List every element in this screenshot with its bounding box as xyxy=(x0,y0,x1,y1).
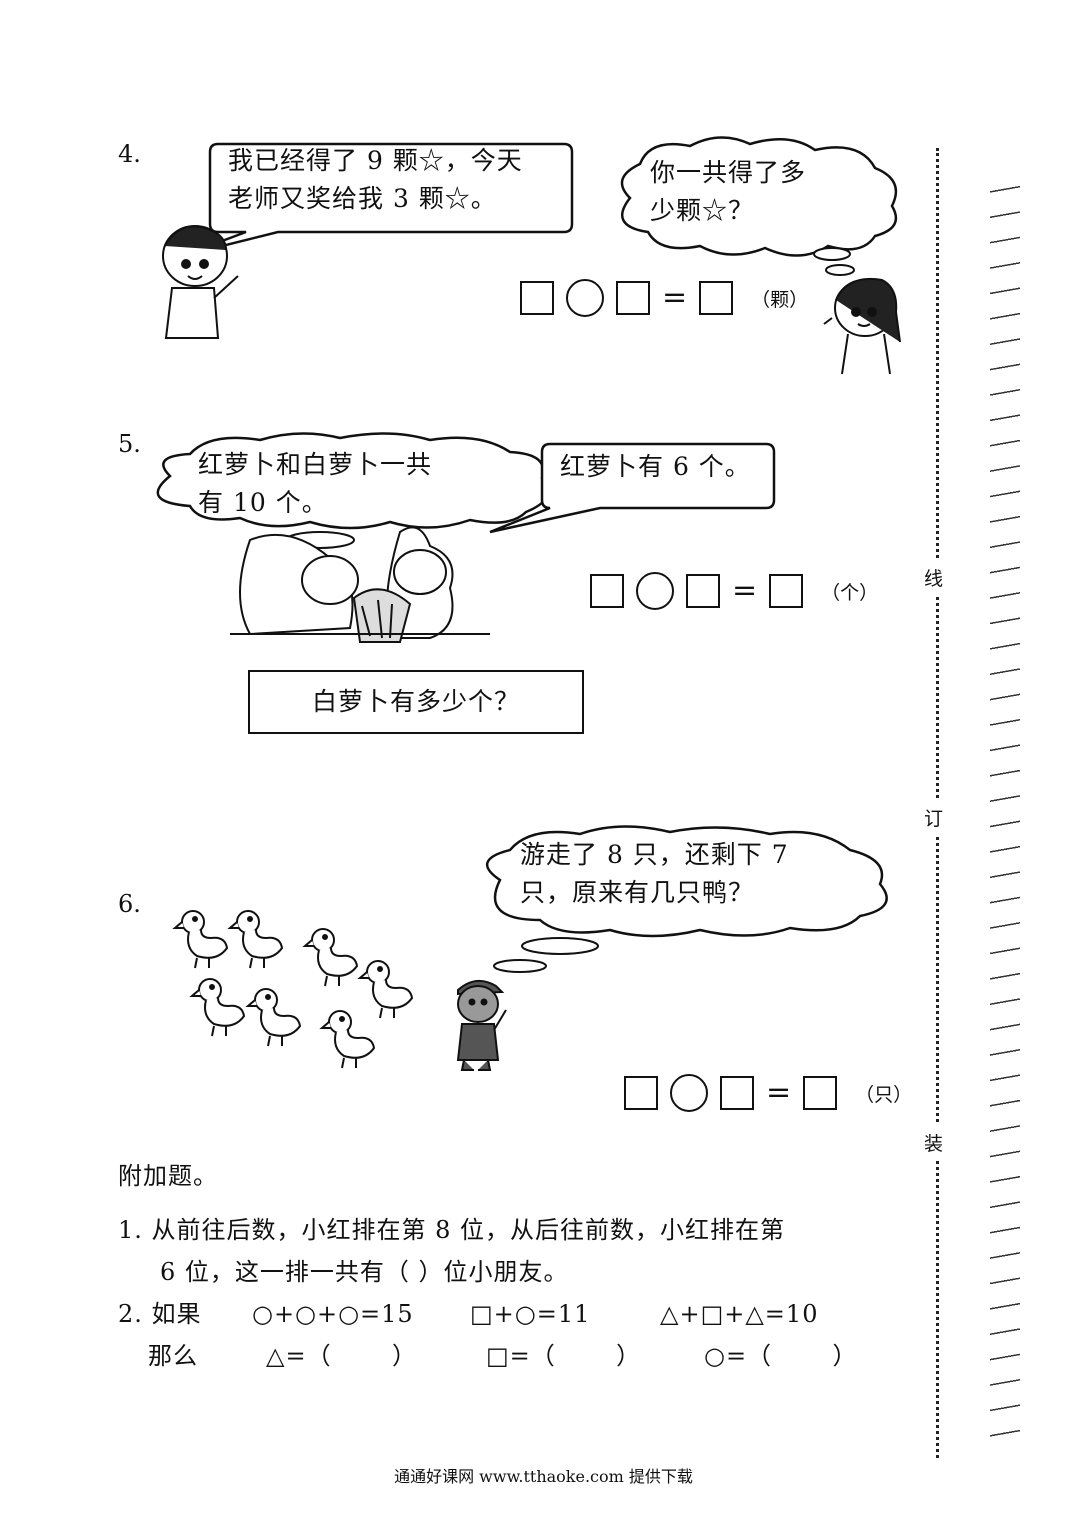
q4-answer-box-1[interactable] xyxy=(520,281,554,315)
q6-operator-circle[interactable] xyxy=(670,1074,708,1112)
q5-unit: （个） xyxy=(821,581,879,604)
q6-equation: = （只） xyxy=(624,1074,912,1112)
bonus-item2-answer-circle[interactable]: ○=（ ） xyxy=(704,1342,858,1370)
ducks-illustration xyxy=(174,910,413,1069)
bonus-item2-eq3: △+□+△=10 xyxy=(660,1300,819,1328)
bonus-item1-line1: 1. 从前往后数，小红排在第 8 位，从后往前数，小红排在第 xyxy=(118,1216,786,1244)
rabbits-figure xyxy=(230,526,490,643)
bonus-item2-answer-triangle[interactable]: △=（ ） xyxy=(266,1342,417,1370)
boy-figure xyxy=(162,225,239,339)
bonus-item2-answer-square[interactable]: □=（ ） xyxy=(486,1342,642,1370)
duck-1 xyxy=(174,910,228,969)
q6-thought-line1: 游走了 8 只，还剩下 7 xyxy=(520,840,789,869)
binding-char-zhuang: 装 xyxy=(924,1125,944,1160)
q5-equals-sign: = xyxy=(732,573,758,608)
q6-thought-cloud xyxy=(486,825,888,973)
q5-equation: = （个） xyxy=(590,572,878,610)
q5-thought-line2: 有 10 个。 xyxy=(198,488,328,517)
q6-equals-sign: = xyxy=(766,1075,792,1110)
binding-tick-marks xyxy=(990,180,1020,1440)
q4-speech-bubble xyxy=(162,142,574,339)
q4-equation: = （颗） xyxy=(520,279,808,317)
girl-figure xyxy=(823,278,901,375)
q5-operator-circle[interactable] xyxy=(636,572,674,610)
q5-answer-box-1[interactable] xyxy=(590,574,624,608)
q6-answer-box-result[interactable] xyxy=(803,1076,838,1110)
duck-2 xyxy=(229,910,283,969)
q5-question: 白萝卜有多少个？ xyxy=(311,687,520,716)
q4-unit: （颗） xyxy=(751,288,809,311)
q4-boy-speech-line1: 我已经得了 9 颗☆，今天 xyxy=(228,146,523,175)
q5-thought-line1: 红萝卜和白萝卜一共 xyxy=(198,450,433,479)
q4-girl-thought-line2: 少颗☆？ xyxy=(650,196,755,225)
q4-thought-cloud xyxy=(620,136,901,375)
bonus-item2-label: 2. 如果 xyxy=(118,1300,202,1328)
q6-answer-box-2[interactable] xyxy=(720,1076,754,1110)
bonus-item2-eq2: □+○=11 xyxy=(470,1300,591,1328)
footer-credit: 通通好课网 www.tthaoke.com 提供下载 xyxy=(394,1467,693,1486)
q5-illustration xyxy=(156,432,776,643)
q4-boy-speech-line2: 老师又奖给我 3 颗☆。 xyxy=(228,184,497,213)
q4-girl-thought-line1: 你一共得了多 xyxy=(650,158,807,187)
q5-answer-box-result[interactable] xyxy=(769,574,804,608)
duck-7 xyxy=(321,1010,375,1069)
q4-operator-circle[interactable] xyxy=(566,279,604,317)
q6-number: 6. xyxy=(118,890,141,918)
q5-question-box: 白萝卜有多少个？ xyxy=(248,670,584,734)
q6-unit: （只） xyxy=(855,1083,913,1106)
q5-answer-box-2[interactable] xyxy=(686,574,720,608)
q4-answer-box-result[interactable] xyxy=(699,281,734,315)
q6-thought-line2: 只，原来有几只鸭？ xyxy=(520,878,755,907)
q6-answer-box-1[interactable] xyxy=(624,1076,658,1110)
q4-equals-sign: = xyxy=(662,280,688,315)
q4-answer-box-2[interactable] xyxy=(616,281,650,315)
duck-4 xyxy=(359,960,413,1019)
binding-char-ding: 订 xyxy=(924,800,944,835)
bonus-item2-eq1: ○+○+○=15 xyxy=(252,1300,414,1328)
duck-5 xyxy=(191,978,245,1037)
bonus-item2-then: 那么 xyxy=(148,1342,198,1370)
boy-with-cap-figure xyxy=(456,979,507,1071)
duck-6 xyxy=(247,988,301,1047)
q5-speech: 红萝卜有 6 个。 xyxy=(560,452,751,481)
bonus-item1-line2: 6 位，这一排一共有（ ）位小朋友。 xyxy=(160,1258,569,1286)
binding-char-xian: 线 xyxy=(924,560,944,595)
q5-number: 5. xyxy=(118,430,141,458)
duck-3 xyxy=(304,928,358,987)
bonus-title: 附加题。 xyxy=(118,1162,218,1190)
q4-number: 4. xyxy=(118,140,141,168)
